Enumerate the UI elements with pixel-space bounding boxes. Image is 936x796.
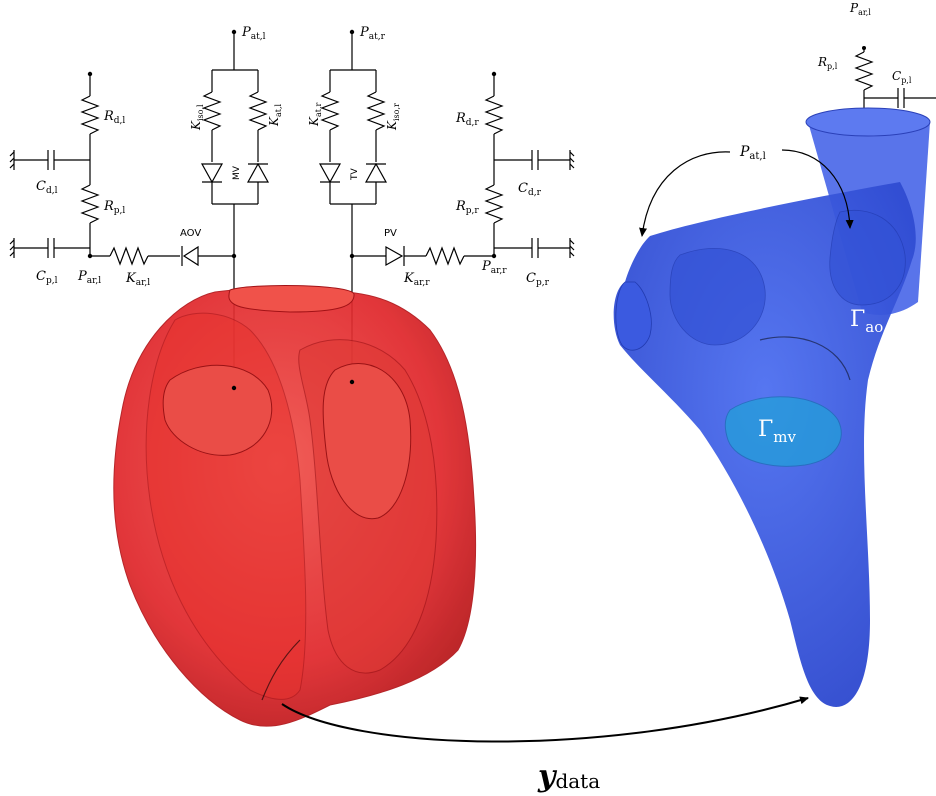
label-k-ar-r: Kar,r — [403, 271, 430, 288]
label-c-d-r: Cd,r — [518, 181, 542, 198]
label-r-d-r: Rd,r — [455, 111, 479, 128]
ground-symbol — [9, 150, 15, 258]
capacitor-cd-l — [14, 150, 90, 170]
diode-aov — [181, 245, 234, 267]
left-ventricle-mesh — [613, 46, 936, 707]
label-c-p-l: Cp,l — [36, 269, 58, 286]
resistor-rd-r — [484, 71, 504, 185]
inflow-arrow-left — [639, 151, 731, 237]
label-p-ar-r: Par,r — [481, 259, 507, 276]
heart-biventricular-mesh — [113, 284, 477, 727]
label-k-at-r: Kat,r — [307, 103, 323, 127]
label-gamma-ao: Γao — [850, 307, 883, 336]
label-r-p-r: Rp,r — [455, 199, 479, 216]
resistor-kar-l — [90, 246, 180, 266]
ydata-arrow — [281, 696, 809, 743]
diode-pv — [352, 245, 426, 267]
label-y-data: ydata — [537, 759, 600, 794]
ground-symbol-right — [569, 150, 575, 258]
resistor-rp-l — [80, 184, 100, 259]
resistor-rp-r — [484, 184, 504, 256]
label-k-iso-l: Kiso,l — [189, 104, 205, 131]
label-mv: MV — [232, 165, 242, 180]
label-k-iso-r: Kiso,r — [385, 103, 401, 131]
label-p-at-l: Pat,l — [241, 25, 266, 42]
label-p-ar-l: Par,l — [77, 269, 101, 286]
label-p-at-l-rm: Pat,l — [739, 144, 766, 162]
outflow-circuit — [854, 46, 936, 112]
label-k-ar-l: Kar,l — [125, 271, 150, 288]
label-aov: AOV — [180, 228, 201, 239]
label-r-p-l-rm: Rp,l — [817, 55, 838, 71]
label-c-d-l: Cd,l — [36, 179, 58, 196]
circuit-labels: Pat,l Pat,r Rd,l Rp,l Cd,l Cp,l Par,l Ka… — [36, 25, 550, 288]
label-tv: TV — [350, 168, 360, 181]
circuit-diagram — [9, 29, 575, 388]
lv-labels: Par,l Rp,l Cp,l Pat,l Γao Γmv — [739, 1, 912, 446]
label-k-at-l: Kat,l — [267, 104, 283, 127]
inflow-arrow-right — [781, 149, 854, 229]
resistor-rd-l — [80, 71, 100, 185]
capacitor-cp-l — [14, 238, 90, 258]
label-c-p-l-rm: Cp,l — [892, 69, 912, 85]
capacitor-cp-r — [494, 238, 570, 258]
label-r-d-l: Rd,l — [103, 109, 125, 126]
label-pv: PV — [384, 228, 397, 239]
label-p-at-r: Pat,r — [359, 25, 386, 42]
capacitor-cd-r — [494, 150, 570, 170]
label-gamma-mv: Γmv — [758, 417, 796, 446]
label-p-ar-l-rm: Par,l — [849, 1, 871, 17]
label-c-p-r: Cp,r — [526, 271, 550, 288]
label-r-p-l: Rp,l — [103, 199, 125, 216]
